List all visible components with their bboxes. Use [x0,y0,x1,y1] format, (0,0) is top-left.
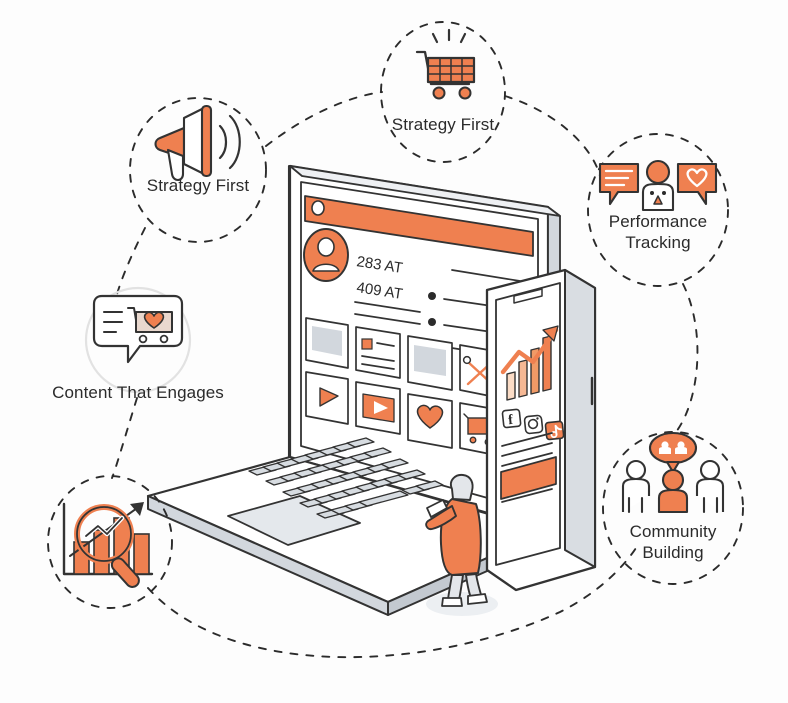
heart-bubble-icon [676,162,718,206]
trackpad [227,495,361,546]
browser-bar [304,195,534,257]
phone-growth-chart [500,325,559,401]
connector-analytics-community [147,547,637,659]
person-center-icon [657,468,689,514]
chat-cart-heart-icon [92,294,184,364]
person-shoe-left [441,597,463,607]
person-arm [425,505,457,531]
person-shoe-right [467,593,488,605]
phone-side [564,269,596,568]
person-phone [426,499,448,518]
trend-line [500,327,559,375]
shopping-cart-icon [415,28,476,100]
magnifier-handle [110,557,140,588]
growth-arrow-icon [542,325,559,342]
person-with-phone [425,473,498,616]
browser-dot [311,200,325,216]
user-avatar-icon [303,228,349,282]
person-right-icon [695,459,725,514]
phone-notch [513,288,543,304]
bar-2 [518,359,528,398]
connector-cart-performance [504,95,601,177]
svg-text:f: f [507,413,514,428]
ring-content-soft [84,286,192,394]
ring-megaphone [129,97,267,243]
facebook-icon: f [501,408,522,429]
stat-line-1: 283 AT [355,253,403,277]
social-icon-row: f [501,408,565,441]
person-avatar-icon [641,159,675,212]
person-head [450,473,474,501]
bar-1 [506,371,516,401]
phone-text-lines [501,432,553,503]
community-group-icon [621,431,725,514]
megaphone-icon [154,104,241,182]
play-icon-2 [374,401,388,414]
comment-bubble-icon [598,162,640,206]
card-image-1-fill [312,326,342,356]
connector-megaphone-cart [265,91,383,147]
play-icon [319,387,339,407]
cart-heart-icon [127,307,173,344]
ring-performance [587,133,729,287]
stat-line-2: 409 AT [355,279,403,303]
keyboard [248,437,444,519]
bubble-lines [102,310,124,334]
instagram-icon [523,414,544,435]
screen-card-grid [305,317,501,457]
person-left-icon [621,459,651,514]
chart-magnifier-icon [62,502,154,588]
text-block-thumb [361,338,373,350]
screen-stat-lines: 283 AT 409 AT [354,253,421,325]
ring-analytics [47,475,173,609]
trend-arrow-head [130,502,144,516]
tiktok-icon [544,420,565,441]
cta-button [500,456,557,500]
smartphone-device: f [485,268,597,592]
laptop-lid-top-edge [289,165,561,217]
connector-content-analytics [111,397,138,479]
connector-performance-community [675,283,699,433]
heart-icon [416,404,444,429]
group-bubble-icon [648,431,698,474]
engagement-bubbles-icon [598,159,718,212]
card-text-block [355,326,401,379]
ring-cart-top [380,21,506,163]
